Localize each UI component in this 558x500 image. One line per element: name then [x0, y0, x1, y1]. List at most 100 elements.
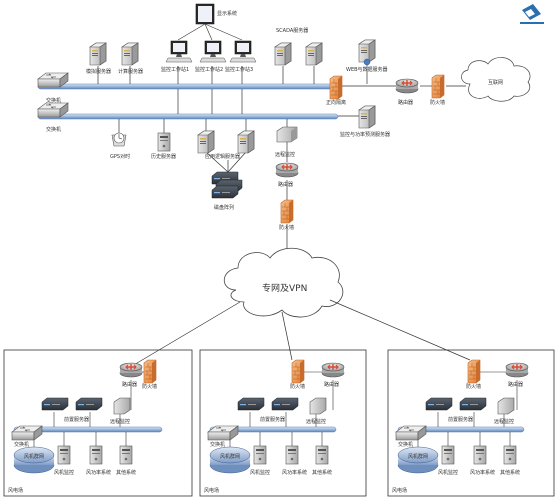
farm-switch-label: 交换机 [210, 441, 225, 448]
turbine-cluster-icon [209, 446, 251, 474]
farm-pc-2-icon [89, 445, 103, 465]
farm-panel-1: 路由器防火墙前置服务器远程监控交换机风机群网风机监控风功率系统其他系统风电场 [3, 349, 193, 497]
front-server-1-icon [237, 397, 265, 411]
internet-cloud [461, 57, 531, 102]
farm-pc-1-label: 风机监控 [54, 469, 74, 476]
workstation-1-label: 监控工作站1 [161, 66, 189, 73]
farm-router-label: 路由器 [324, 381, 339, 388]
farm-firewall-icon [143, 359, 157, 384]
front-server-1-icon [41, 397, 69, 411]
storage-array-label: 磁盘阵列 [214, 204, 234, 211]
farm-pc-2-icon [473, 445, 487, 465]
app-server-1-icon [197, 130, 215, 154]
farm-bus [13, 426, 163, 433]
farm-remote-icon [309, 397, 327, 415]
farm-router-icon [119, 362, 143, 378]
gps-clock-icon [111, 132, 127, 147]
workstation-3-icon [229, 40, 257, 63]
internet-firewall-icon [431, 74, 445, 99]
web-server-label: WEB与数据服务器 [346, 66, 388, 73]
farm-pc-3-icon [503, 445, 517, 465]
scada-server-2-icon [305, 42, 323, 66]
farm-remote-label: 远程监控 [110, 418, 130, 425]
central-switch-a-label: 交换机 [46, 97, 61, 104]
company-logo [520, 4, 544, 24]
farm-pc-1-icon [57, 445, 71, 465]
farm-pc-3-label: 其他系统 [312, 469, 332, 476]
scada-server-1-icon [274, 42, 292, 66]
farm-switch-label: 交换机 [14, 441, 29, 448]
turbine-label: 风机群网 [408, 453, 428, 460]
plant-label: 风电场 [8, 487, 23, 494]
farm-firewall-icon [467, 359, 481, 384]
farm-router-label: 路由器 [122, 381, 137, 388]
remote-monitor-label: 远程监控 [275, 151, 295, 158]
front-server-2-icon [459, 397, 487, 411]
farm-pc-2-icon [285, 445, 299, 465]
farm-bus [397, 426, 525, 433]
farm-remote-icon [497, 397, 515, 415]
vpn-label: 专网及VPN [262, 282, 307, 294]
display-system-label: 显示系统 [217, 10, 237, 17]
calc-server-icon [121, 42, 139, 66]
farm-pc-1-icon [253, 445, 267, 465]
workstation-2-icon [199, 40, 227, 63]
farm-bus [209, 426, 337, 433]
scada-server-label: SCADA服务器 [276, 27, 308, 34]
sim-server-label: 模拟服务器 [86, 68, 111, 75]
front-server-2-icon [271, 397, 299, 411]
farm-pc-1-label: 风机监控 [250, 469, 270, 476]
remote-monitor-icon [276, 126, 298, 143]
farm-firewall-label: 防火墙 [290, 383, 305, 390]
farm-firewall-icon [291, 359, 305, 384]
farm-pc-2-label: 风功率系统 [470, 469, 495, 476]
front-server-label: 前置服务器 [64, 416, 89, 423]
isolation-label: 正向隔离 [326, 99, 346, 106]
central-bus-bottom [37, 113, 339, 120]
history-server-icon [157, 132, 171, 152]
farm-pc-2-label: 风功率系统 [86, 469, 111, 476]
internet-label: 互联网 [488, 79, 503, 86]
vpn-cloud [223, 247, 344, 318]
central-switch-b-label: 交换机 [46, 126, 61, 133]
turbine-cluster-icon [13, 446, 55, 474]
farm-router-icon [321, 362, 345, 378]
main-firewall-label: 防火墙 [279, 224, 294, 231]
turbine-label: 风机群网 [220, 453, 240, 460]
turbine-cluster-icon [397, 446, 439, 474]
main-router-icon [275, 162, 299, 178]
display-system-icon [195, 3, 215, 25]
workstation-2-label: 监控工作站2 [195, 66, 223, 73]
sim-server-icon [89, 42, 107, 66]
farm-pc-3-icon [119, 445, 133, 465]
farm-switch-label: 交换机 [398, 441, 413, 448]
farm-router-label: 路由器 [508, 381, 523, 388]
farm-remote-label: 远程监控 [494, 418, 514, 425]
front-server-label: 前置服务器 [260, 416, 285, 423]
monitor-pred-server-label: 监控与功率预测服务器 [340, 131, 390, 138]
internet-firewall-label: 防火墙 [430, 99, 445, 106]
workstation-1-icon [165, 40, 193, 63]
plant-label: 风电场 [204, 487, 219, 494]
main-router-label: 路由器 [278, 181, 293, 188]
farm-firewall-label: 防火墙 [142, 383, 157, 390]
monitor-pred-server-icon [358, 105, 376, 129]
farm-panel-2: 路由器防火墙前置服务器远程监控交换机风机群网风机监控风功率系统其他系统风电场 [199, 349, 367, 497]
turbine-label: 风机群网 [24, 453, 44, 460]
central-router-icon [395, 78, 419, 94]
central-bus-top [37, 83, 339, 90]
front-server-1-icon [425, 397, 453, 411]
calc-server-label: 计算服务器 [118, 68, 143, 75]
farm-pc-3-label: 其他系统 [500, 469, 520, 476]
front-server-label: 前置服务器 [448, 416, 473, 423]
storage-array-icon [211, 171, 243, 199]
central-router-label: 路由器 [398, 99, 413, 106]
web-server-icon [358, 39, 376, 63]
isolation-device-icon [329, 75, 343, 100]
farm-pc-2-label: 风功率系统 [282, 469, 307, 476]
farm-pc-3-icon [315, 445, 329, 465]
front-server-2-icon [75, 397, 103, 411]
farm-remote-icon [113, 397, 131, 415]
farm-pc-1-label: 风机监控 [438, 469, 458, 476]
